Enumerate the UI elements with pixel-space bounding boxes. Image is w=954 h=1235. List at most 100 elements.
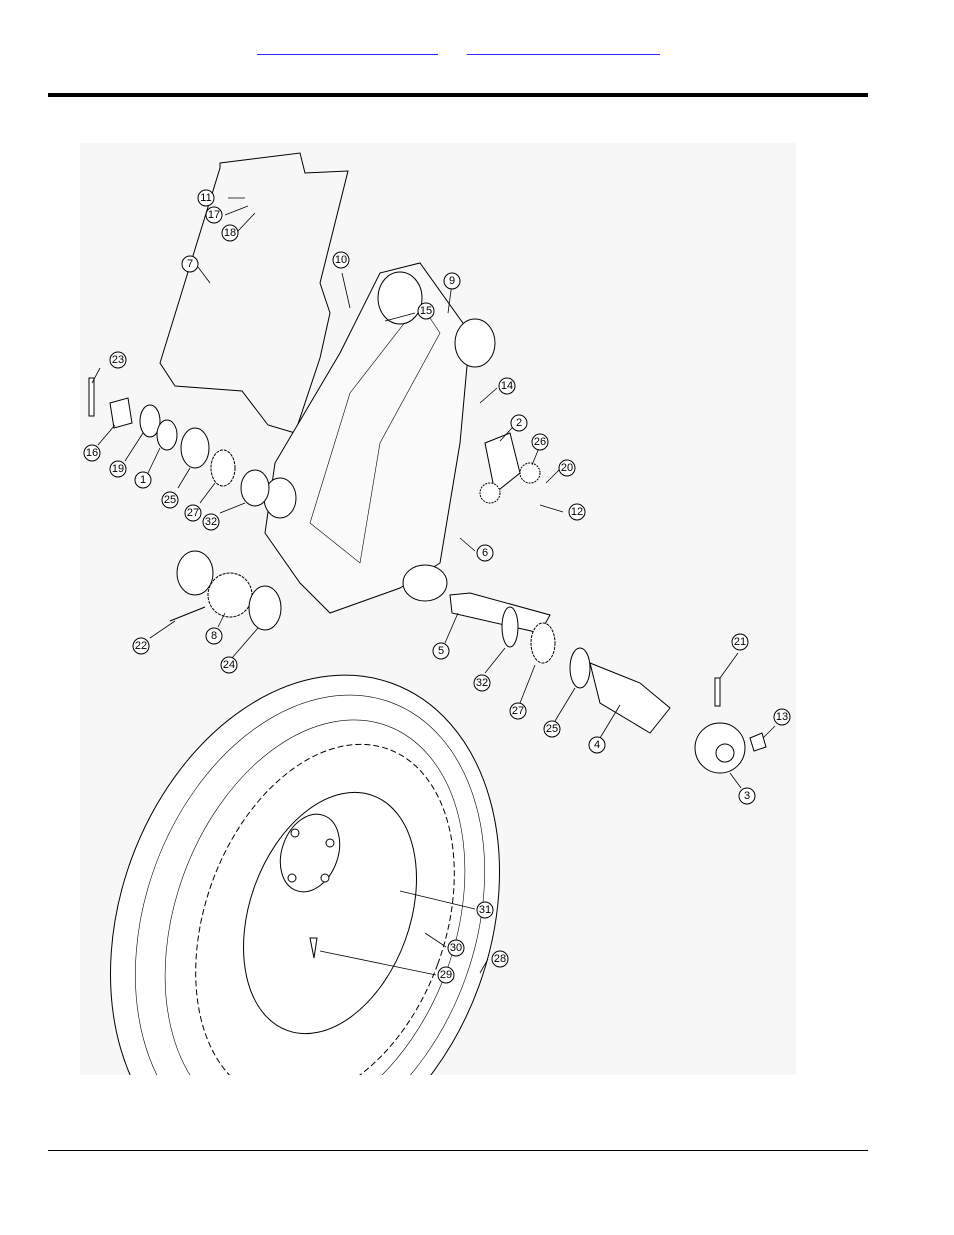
callout-16: 16	[83, 444, 101, 462]
callout-13: 13	[773, 708, 791, 726]
seal-25a	[180, 427, 210, 469]
svg-text:8: 8	[211, 630, 217, 642]
callout-21: 21	[731, 633, 749, 651]
svg-text:4: 4	[594, 739, 600, 751]
svg-text:32: 32	[205, 516, 217, 528]
callout-29: 29	[437, 966, 455, 984]
svg-text:5: 5	[438, 645, 444, 657]
callout-19: 19	[109, 460, 127, 478]
idler-sprocket-upper	[519, 462, 541, 484]
bearing-27a	[210, 449, 236, 487]
svg-text:27: 27	[512, 705, 524, 717]
svg-text:15: 15	[420, 305, 432, 317]
svg-text:10: 10	[335, 254, 347, 266]
callout-7: 7	[181, 255, 199, 273]
header-link-2[interactable]	[467, 50, 660, 55]
svg-text:6: 6	[482, 547, 488, 559]
callout-24: 24	[220, 656, 238, 674]
bearing-27b	[530, 622, 556, 664]
callout-layer: 11 17 18 7 10 9 15 23 14 16 19 1 25 27 3…	[83, 189, 791, 984]
svg-text:22: 22	[135, 640, 147, 652]
callout-2: 2	[510, 414, 528, 432]
header-link-1[interactable]	[257, 50, 438, 55]
svg-text:3: 3	[744, 790, 750, 802]
cup-32a	[240, 469, 270, 507]
svg-text:19: 19	[112, 463, 124, 475]
callout-32: 32	[473, 674, 491, 692]
svg-text:16: 16	[86, 447, 98, 459]
callout-8: 8	[205, 627, 223, 645]
callout-26: 26	[531, 433, 549, 451]
svg-text:7: 7	[187, 258, 193, 270]
diagram-drawing	[88, 152, 776, 1075]
cup-32b	[501, 606, 519, 648]
svg-text:24: 24	[223, 659, 235, 671]
callout-11: 11	[197, 189, 215, 207]
callout-12: 12	[568, 503, 586, 521]
callout-1: 1	[134, 471, 152, 489]
svg-text:11: 11	[200, 192, 211, 204]
seal-lower-left	[176, 550, 214, 596]
svg-text:1: 1	[140, 474, 146, 486]
frame-arm	[264, 262, 471, 614]
callout-27: 27	[509, 702, 527, 720]
exploded-parts-diagram: 11 17 18 7 10 9 15 23 14 16 19 1 25 27 3…	[80, 143, 796, 1075]
top-rule	[48, 93, 868, 97]
svg-text:13: 13	[776, 711, 788, 723]
valve-stem-29	[309, 937, 318, 959]
svg-text:12: 12	[571, 506, 583, 518]
seal-25b	[569, 647, 591, 689]
roll-pin-21	[714, 677, 721, 707]
callout-10: 10	[332, 251, 350, 269]
callout-25: 25	[161, 491, 179, 509]
svg-text:25: 25	[164, 494, 176, 506]
callout-5: 5	[432, 642, 450, 660]
frame-pivot-right	[454, 318, 496, 368]
svg-text:17: 17	[208, 209, 220, 221]
callout-27: 27	[184, 504, 202, 522]
idler-sprocket-lower	[479, 482, 501, 504]
callout-14: 14	[498, 377, 516, 395]
callout-32: 32	[202, 513, 220, 531]
svg-text:2: 2	[516, 417, 522, 429]
svg-text:18: 18	[224, 227, 236, 239]
svg-text:26: 26	[534, 436, 546, 448]
callout-30: 30	[447, 939, 465, 957]
callout-6: 6	[476, 544, 494, 562]
spacer-1	[156, 419, 178, 451]
callout-18: 18	[221, 224, 239, 242]
nut-16	[109, 397, 133, 429]
svg-text:30: 30	[450, 942, 462, 954]
callout-3: 3	[738, 787, 756, 805]
svg-text:28: 28	[494, 953, 506, 965]
washer-19	[139, 404, 161, 438]
svg-text:32: 32	[476, 677, 488, 689]
svg-text:14: 14	[501, 380, 513, 392]
pin-22	[169, 606, 206, 622]
callout-17: 17	[205, 206, 223, 224]
shield-plate	[159, 152, 349, 434]
nut-13	[749, 732, 767, 752]
svg-text:23: 23	[112, 354, 124, 366]
callout-31: 31	[476, 901, 494, 919]
svg-text:31: 31	[479, 904, 491, 916]
callout-15: 15	[417, 302, 435, 320]
svg-text:29: 29	[440, 969, 452, 981]
callout-22: 22	[132, 637, 150, 655]
pin-23	[88, 377, 95, 417]
svg-text:27: 27	[187, 507, 199, 519]
svg-text:25: 25	[546, 723, 558, 735]
frame-bore-lower	[402, 564, 448, 602]
svg-text:9: 9	[449, 275, 455, 287]
svg-text:21: 21	[734, 636, 746, 648]
svg-text:20: 20	[561, 462, 573, 474]
bottom-rule	[48, 1150, 868, 1151]
callout-28: 28	[491, 950, 509, 968]
callout-4: 4	[588, 736, 606, 754]
callout-25: 25	[543, 720, 561, 738]
callout-9: 9	[443, 272, 461, 290]
callout-23: 23	[109, 351, 127, 369]
callout-20: 20	[558, 459, 576, 477]
frame-pivot-left	[377, 271, 423, 325]
seal-24	[248, 585, 282, 631]
